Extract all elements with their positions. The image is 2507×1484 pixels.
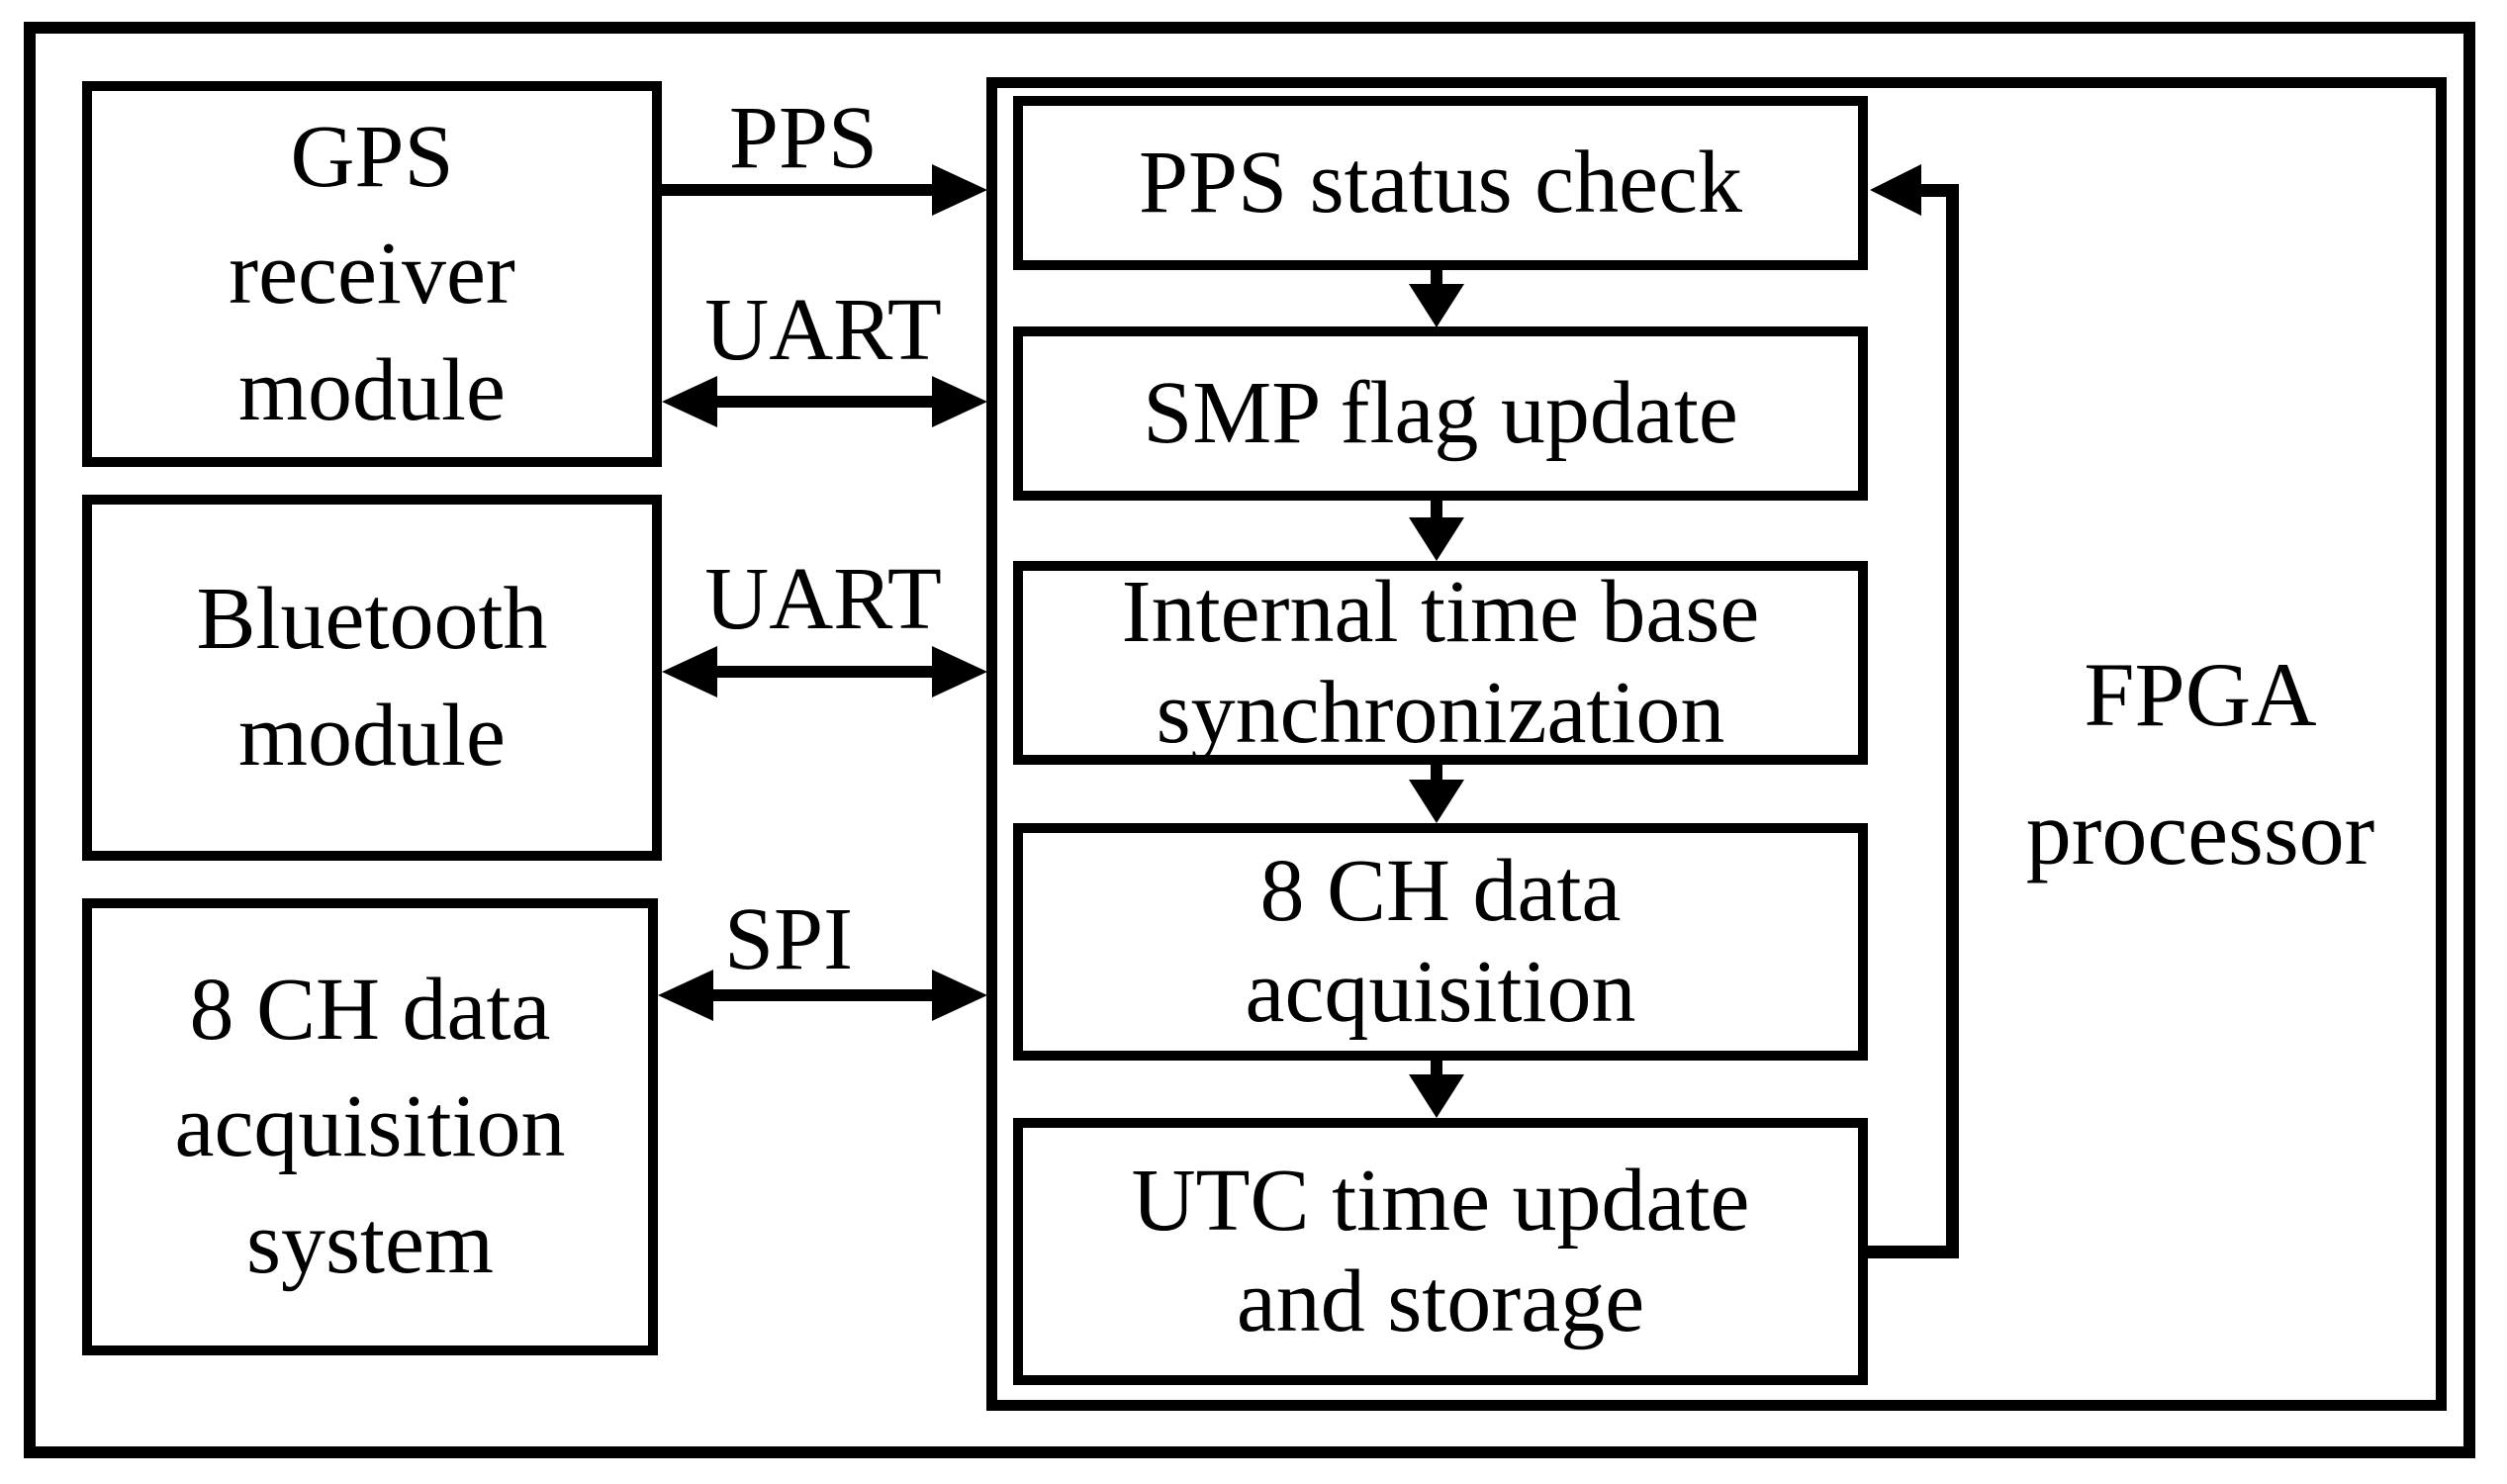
step-internal-time-base-sync-box: Internal time base synchronization — [1013, 561, 1868, 765]
feedback-bottom-line — [1868, 1246, 1959, 1258]
fpga-processor-box — [986, 77, 2447, 1411]
bluetooth-module-label: Bluetooth module — [196, 570, 548, 785]
bus-label-spi: SPI — [723, 890, 854, 988]
arrowhead-left-icon — [662, 376, 717, 427]
pps-bus-line — [662, 184, 944, 196]
arrowhead-down-icon — [1409, 517, 1464, 561]
feedback-vertical-line — [1946, 184, 1959, 1258]
spi-bus-line — [698, 989, 940, 1001]
arrowhead-right-icon — [932, 164, 987, 216]
uart-gps-bus-line — [702, 396, 940, 408]
daq-system-box: 8 CH data acquisition system — [82, 898, 658, 1355]
fpga-processor-label: FPGA processor — [2025, 644, 2375, 883]
bus-label-pps: PPS — [728, 89, 879, 187]
step-pps-status-check-box: PPS status check — [1013, 96, 1868, 270]
step-pps-status-check-label: PPS status check — [1138, 134, 1742, 232]
daq-system-label: 8 CH data acquisition system — [174, 961, 566, 1292]
step-utc-time-update-storage-box: UTC time update and storage — [1013, 1118, 1868, 1385]
step-8ch-data-acquisition-box: 8 CH data acquisition — [1013, 823, 1868, 1061]
bluetooth-module-box: Bluetooth module — [82, 495, 662, 861]
gps-receiver-module-label: GPS receiver module — [229, 108, 515, 439]
step-8ch-data-acquisition-label: 8 CH data acquisition — [1245, 842, 1636, 1041]
arrowhead-right-icon — [932, 376, 987, 427]
arrowhead-right-icon — [932, 970, 987, 1021]
bus-label-uart-gps: UART — [704, 281, 942, 379]
flow-arrow-2-line — [1431, 501, 1442, 522]
arrowhead-down-icon — [1409, 284, 1464, 327]
uart-bluetooth-bus-line — [702, 666, 940, 678]
arrowhead-left-icon — [1870, 164, 1921, 216]
arrowhead-right-icon — [932, 646, 987, 697]
arrowhead-down-icon — [1409, 780, 1464, 823]
feedback-top-line — [1919, 184, 1959, 197]
step-smp-flag-update-label: SMP flag update — [1143, 364, 1738, 462]
step-smp-flag-update-box: SMP flag update — [1013, 326, 1868, 501]
arrowhead-left-icon — [658, 970, 713, 1021]
step-internal-time-base-sync-label: Internal time base synchronization — [1121, 563, 1760, 762]
step-utc-time-update-storage-label: UTC time update and storage — [1131, 1152, 1750, 1350]
arrowhead-down-icon — [1409, 1074, 1464, 1118]
outer-border — [24, 22, 2475, 1458]
arrowhead-left-icon — [662, 646, 717, 697]
bus-label-uart-bluetooth: UART — [704, 550, 942, 648]
gps-receiver-module-box: GPS receiver module — [82, 81, 662, 467]
